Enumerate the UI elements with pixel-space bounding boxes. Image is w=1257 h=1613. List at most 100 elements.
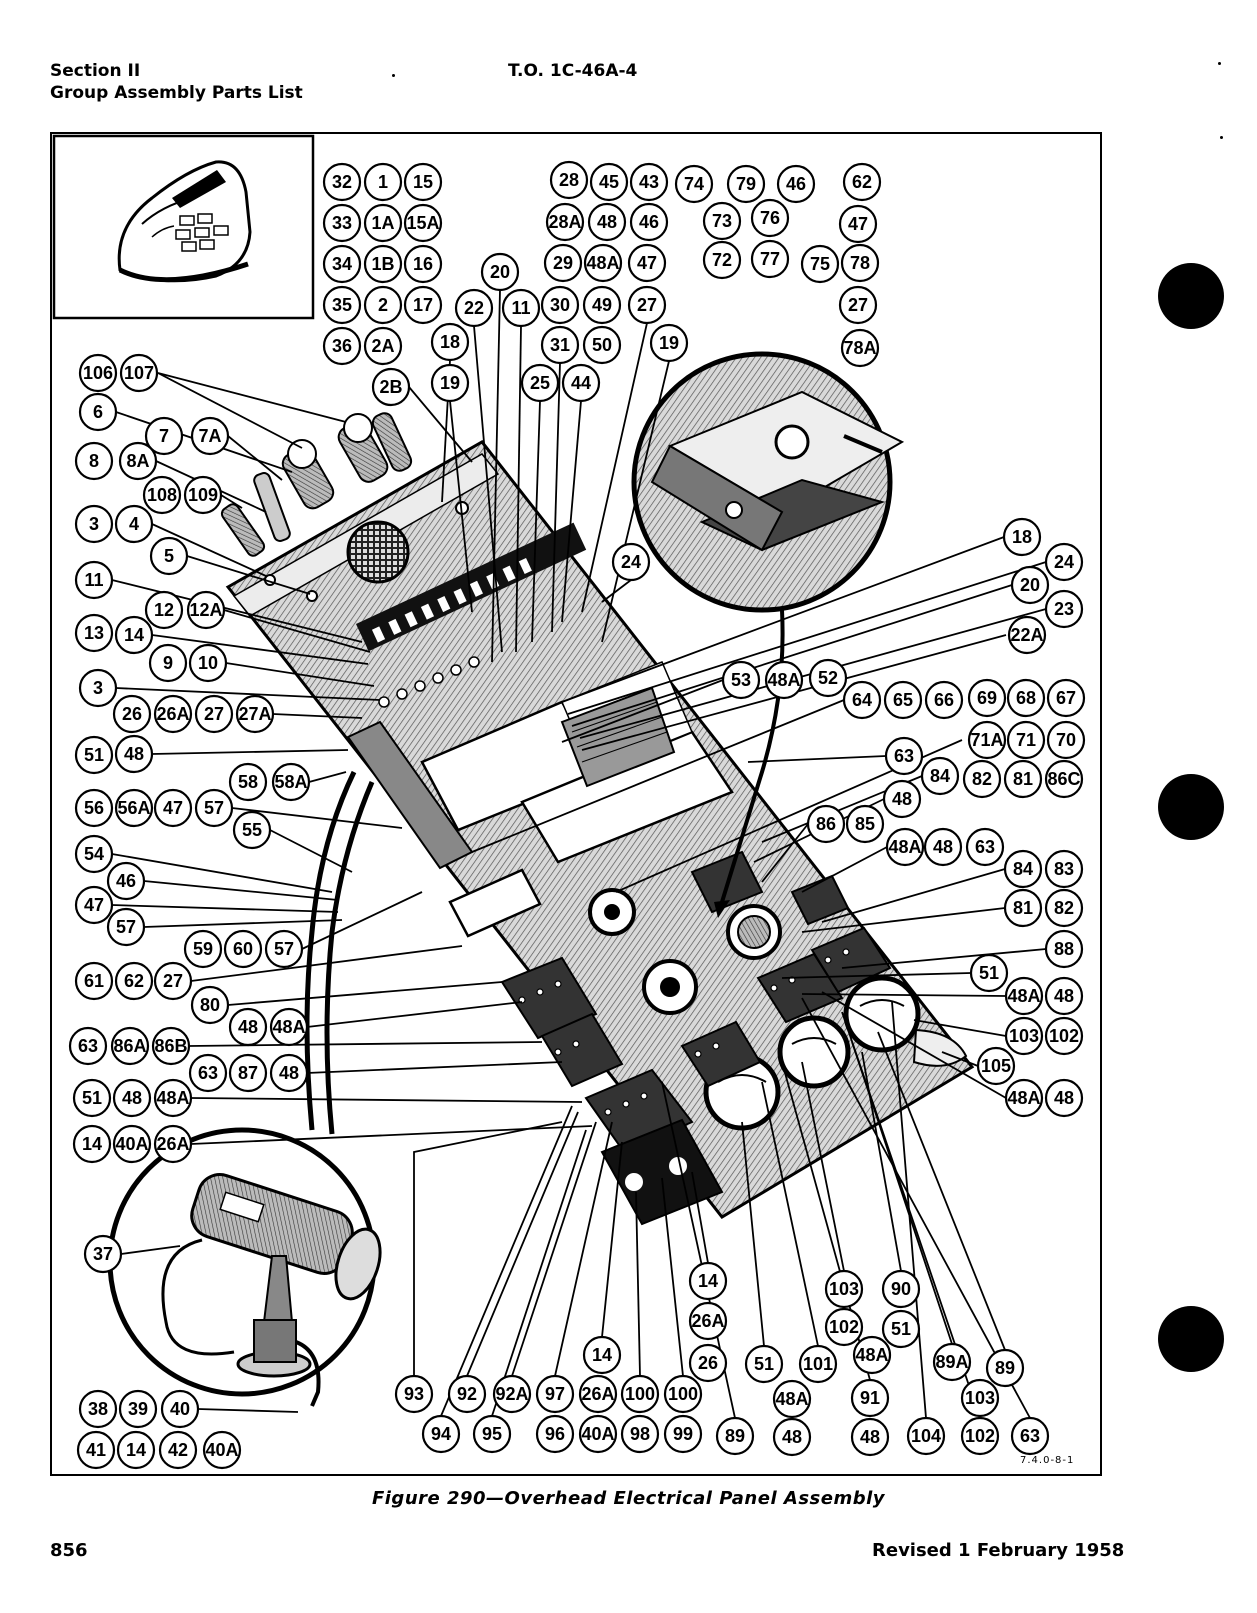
callout-label: 63 — [894, 746, 914, 766]
callout-89: 89 — [985, 1348, 1025, 1388]
callout-label: 40A — [115, 1134, 148, 1154]
callout-circle — [960, 1378, 1000, 1418]
callout-label: 17 — [413, 295, 433, 315]
callout-circle — [144, 590, 184, 630]
callout-circle — [967, 678, 1007, 718]
callout-48: 48 — [228, 1007, 268, 1047]
callout-circle — [194, 788, 234, 828]
callout-circle — [190, 416, 230, 456]
callout-circle — [454, 288, 494, 328]
callout-circle — [884, 736, 924, 776]
callout-circle — [149, 536, 189, 576]
callout-label: 91 — [860, 1388, 880, 1408]
callout-label: 34 — [332, 254, 352, 274]
callout-107: 107 — [119, 353, 159, 393]
drawing-code: 7.4.0-8-1 — [1020, 1455, 1075, 1466]
callout-26A: 26A — [153, 1124, 193, 1164]
callout-circle — [114, 734, 154, 774]
callout-circle — [112, 1124, 152, 1164]
callout-82: 82 — [962, 759, 1002, 799]
callout-55: 55 — [232, 810, 272, 850]
callout-circle — [74, 885, 114, 925]
callout-label: 48 — [122, 1088, 142, 1108]
callout-47: 47 — [74, 885, 114, 925]
callout-label: 18 — [1012, 527, 1032, 547]
callout-48A: 48A — [583, 243, 623, 283]
callout-label: 53 — [731, 670, 751, 690]
callout-circle — [1046, 720, 1086, 760]
callout-51: 51 — [744, 1344, 784, 1384]
callout-75: 75 — [800, 244, 840, 284]
callout-circle — [688, 1301, 728, 1341]
callout-label: 92 — [457, 1384, 477, 1404]
callout-63: 63 — [884, 736, 924, 776]
callout-circle — [923, 827, 963, 867]
callout-circle — [118, 1389, 158, 1429]
callout-circle — [430, 322, 470, 362]
callout-10: 10 — [188, 643, 228, 683]
callout-78A: 78A — [840, 328, 880, 368]
callout-label: 51 — [979, 963, 999, 983]
callout-2B: 2B — [371, 367, 411, 407]
callout-circle — [119, 353, 159, 393]
callout-circle — [620, 1374, 660, 1414]
panel-illustration: 32115331A15A341B1635217362A2B18192022113… — [52, 134, 1086, 1470]
callout-68: 68 — [1006, 678, 1046, 718]
callout-label: 35 — [332, 295, 352, 315]
callout-48: 48 — [269, 1053, 309, 1093]
callout-label: 40 — [170, 1399, 190, 1419]
callout-circle — [620, 1414, 660, 1454]
callout-label: 40A — [205, 1440, 238, 1460]
callout-circle — [228, 762, 268, 802]
callout-48: 48 — [772, 1417, 812, 1457]
callout-circle — [153, 1124, 193, 1164]
callout-20: 20 — [480, 252, 520, 292]
callout-22A: 22A — [1007, 615, 1047, 655]
callout-label: 78A — [843, 338, 876, 358]
callout-circle — [969, 953, 1009, 993]
callout-circle — [549, 160, 589, 200]
callout-circle — [776, 164, 816, 204]
callout-3: 3 — [74, 504, 114, 544]
callout-27: 27 — [153, 961, 193, 1001]
callout-8A: 8A — [118, 441, 158, 481]
callout-circle — [1010, 1416, 1050, 1456]
callout-103: 103 — [824, 1269, 864, 1309]
callout-circle — [223, 929, 263, 969]
callout-circle — [1044, 888, 1084, 928]
callout-59: 59 — [183, 929, 223, 969]
callout-circle — [72, 1078, 112, 1118]
callout-circle — [920, 756, 960, 796]
callout-circle — [160, 1389, 200, 1429]
callout-circle — [74, 834, 114, 874]
callout-circle — [845, 804, 885, 844]
callout-label: 89A — [935, 1352, 968, 1372]
callout-87: 87 — [228, 1053, 268, 1093]
callout-label: 22A — [1010, 625, 1043, 645]
callout-circle — [960, 1416, 1000, 1456]
callout-label: 102 — [829, 1317, 859, 1337]
callout-label: 51 — [891, 1319, 911, 1339]
callout-88: 88 — [1044, 929, 1084, 969]
callout-label: 48 — [1054, 986, 1074, 1006]
callout-label: 7A — [198, 426, 221, 446]
callout-41: 41 — [76, 1430, 116, 1470]
revision-date: Revised 1 February 1958 — [872, 1540, 1125, 1561]
callout-27: 27 — [194, 694, 234, 734]
callout-91: 91 — [850, 1378, 890, 1418]
callout-63: 63 — [68, 1026, 108, 1066]
callout-circle — [363, 326, 403, 366]
callout-label: 10 — [198, 653, 218, 673]
callout-circle — [430, 363, 470, 403]
callout-circle — [808, 658, 848, 698]
callout-label: 48 — [933, 837, 953, 857]
callout-circle — [750, 239, 790, 279]
callout-circle — [153, 788, 193, 828]
callout-2A: 2A — [363, 326, 403, 366]
callout-circle — [363, 285, 403, 325]
callout-circle — [269, 1053, 309, 1093]
callout-label: 11 — [84, 570, 103, 590]
callout-16: 16 — [403, 244, 443, 284]
callout-circle — [840, 243, 880, 283]
callout-label: 89 — [725, 1426, 745, 1446]
